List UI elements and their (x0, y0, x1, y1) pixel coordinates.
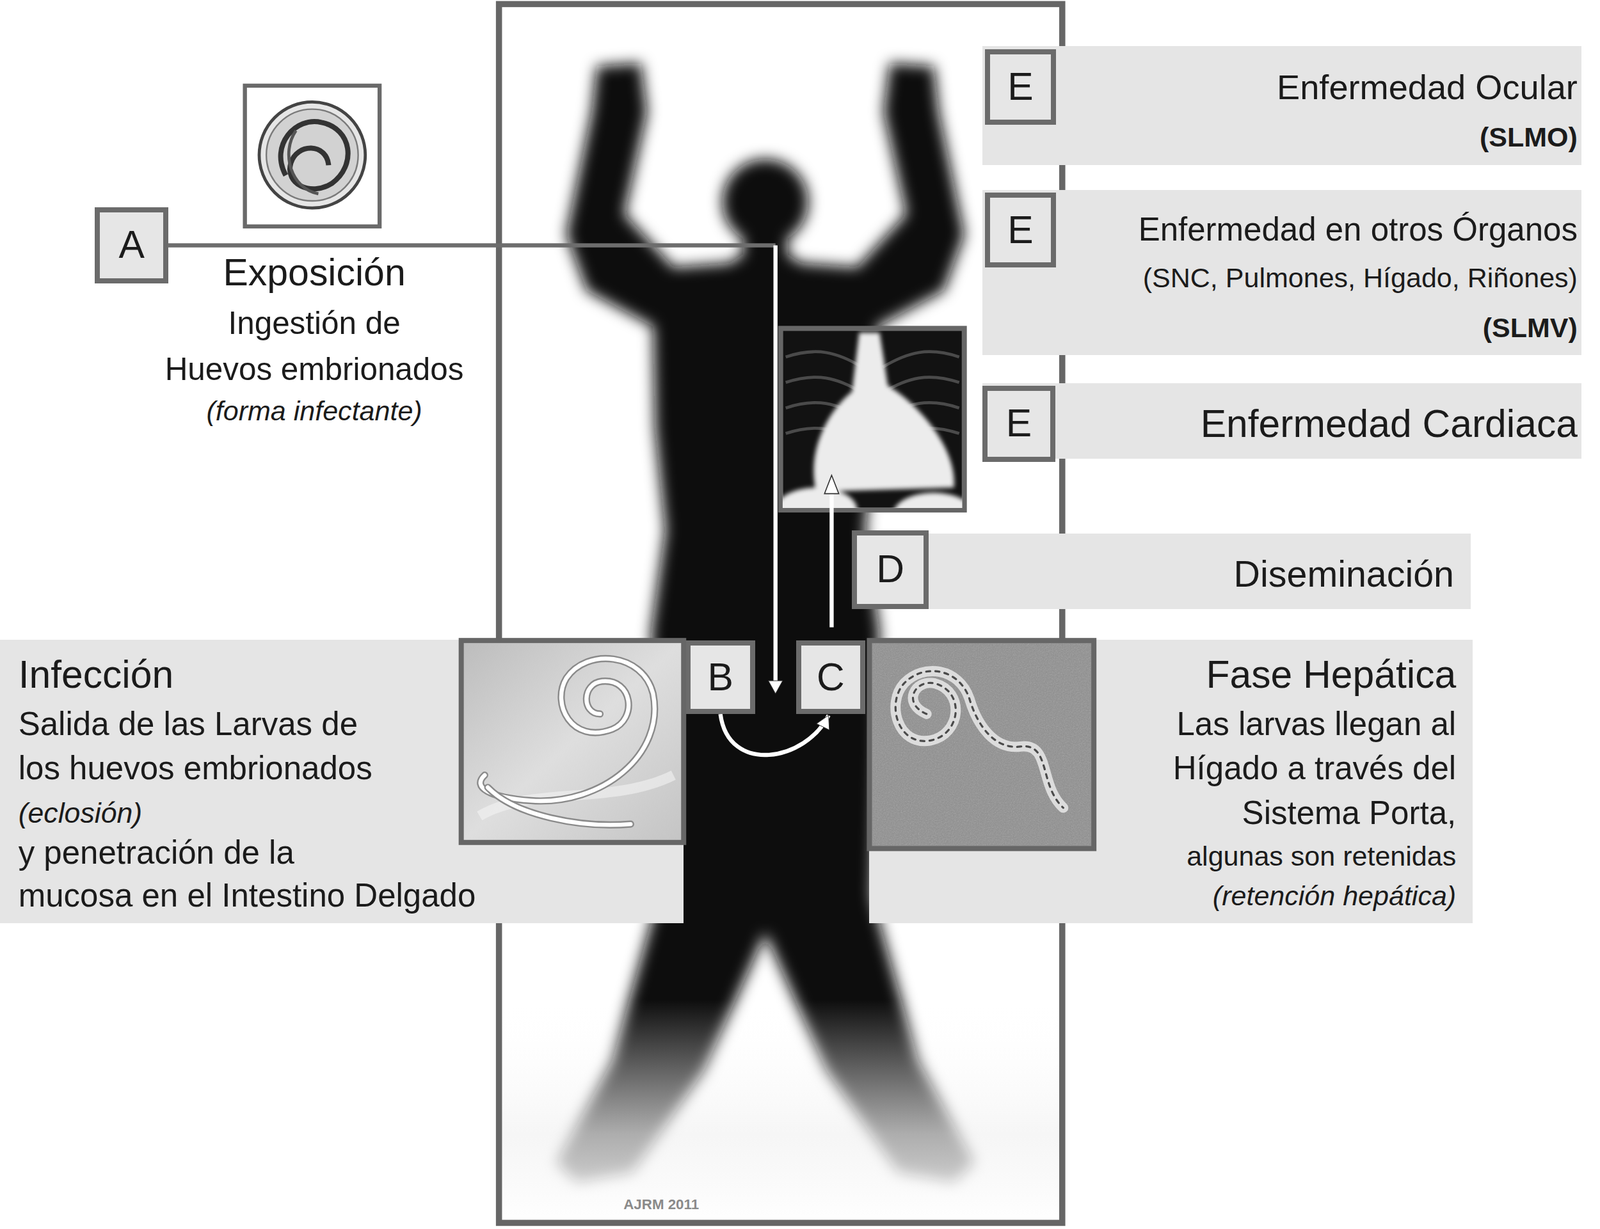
band-text: mucosa en el Intestino Delgado (18, 877, 477, 916)
arrow-head (816, 715, 830, 731)
arrow-line (720, 714, 829, 756)
stage-band: Diseminación (928, 533, 1471, 610)
egg-image (245, 85, 380, 227)
band-text: (SLMV) (1482, 312, 1578, 345)
frame-border (499, 3, 1063, 1224)
band-text: Hígado a través del (1173, 749, 1456, 788)
arrow-line (168, 243, 776, 248)
step-letter: A (94, 207, 169, 285)
disease-band: Enfermedad Cardiaca E (982, 383, 1582, 459)
band-text: (eclosión) (18, 796, 143, 830)
band-text: (SNC, Pulmones, Hígado, Riñones) (1143, 263, 1578, 296)
band-text: Sistema Porta, (1242, 794, 1457, 832)
disease-band: Enfermedad Ocular (SLMO) E (982, 46, 1582, 166)
band-text: (retención hepática) (1212, 881, 1456, 914)
free-label: (forma infectante) (206, 395, 422, 428)
step-letter: B (685, 640, 755, 715)
flow-arrow (168, 245, 783, 694)
band-text: Infección (18, 653, 174, 699)
worm-photo (461, 640, 685, 843)
chest-xray-image (775, 328, 975, 538)
free-label: Ingestión de (227, 305, 400, 342)
band-text: (SLMO) (1479, 121, 1578, 154)
band-text: Enfermedad Ocular (1276, 66, 1578, 107)
band-text: Enfermedad en otros Órganos (1138, 210, 1578, 249)
dissemination-arrow (824, 475, 839, 628)
step-letter-text: E (987, 401, 1050, 447)
band-text: algunas son retenidas (1186, 841, 1456, 874)
band-text: Las larvas llegan al (1176, 705, 1456, 744)
free-label: Huevos embrionados (165, 351, 464, 388)
arrow-line (773, 245, 778, 684)
free-label: AJRM 2011 (623, 1196, 699, 1214)
band-text: Diseminación (1233, 553, 1455, 596)
arrow-head (768, 680, 783, 694)
step-letter-text: A (99, 223, 164, 269)
step-letter: C (796, 640, 866, 715)
free-label: Exposición (222, 251, 406, 296)
band-text: Enfermedad Cardiaca (1200, 401, 1578, 447)
band-text: Fase Hepática (1206, 653, 1457, 699)
step-letter-text: B (690, 655, 750, 701)
band-text: los huevos embrionados (18, 749, 373, 788)
step-letter: E (984, 192, 1057, 267)
disease-band: Enfermedad en otros Órganos (SNC, Pulmone… (982, 190, 1582, 356)
step-letter-text: E (990, 64, 1052, 110)
step-letter: D (851, 530, 929, 610)
band-text: Salida de las Larvas de (18, 705, 358, 744)
flow-arrow (720, 714, 830, 756)
step-letter: E (982, 385, 1055, 463)
band-text: y penetración de la (18, 834, 295, 873)
larva-micrograph (869, 640, 1094, 849)
step-letter-text: D (856, 547, 924, 593)
step-letter: E (984, 49, 1057, 125)
step-letter-text: E (990, 208, 1052, 253)
step-letter-text: C (801, 655, 861, 701)
